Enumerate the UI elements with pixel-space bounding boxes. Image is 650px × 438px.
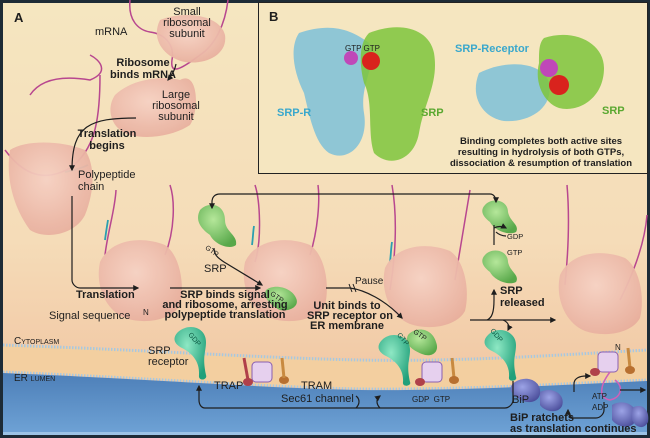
structure-left — [293, 27, 436, 161]
ribosome-binds-mrna-label: Ribosome binds mRNA — [110, 57, 176, 81]
arrow-srp-released — [486, 288, 497, 321]
large-subunit — [110, 78, 196, 137]
srp-receptor-ribbon — [475, 64, 550, 122]
large-subunit-label: Large ribosomal subunit — [152, 89, 200, 123]
bip-ratchets-label: BiP ratchets as translation continues — [510, 412, 637, 435]
gtp-sphere-red-left — [362, 52, 380, 70]
cytoplasm-label: Cytoplasm — [14, 336, 60, 347]
srp-released-top — [482, 200, 517, 234]
pathway-arrows — [69, 63, 647, 419]
srp-label-left: SRP — [421, 107, 444, 119]
sec61-channel-1 — [251, 361, 273, 383]
adp-label: ADP — [592, 403, 609, 412]
gtp-sphere-magenta-right — [540, 59, 558, 77]
gdp-gtp-exchange-label: GDP GTP — [412, 395, 451, 404]
srp-label: SRP — [204, 263, 227, 275]
sec61-channel-label: Sec61 channel — [281, 393, 354, 405]
bip-4 — [632, 405, 649, 428]
trap-2 — [415, 378, 425, 386]
tram-1 — [279, 376, 289, 384]
srp-released-label: SRP released — [500, 285, 545, 309]
tram-label: TRAM — [301, 380, 333, 392]
srp-receptors — [174, 327, 517, 386]
n-terminus-label: N — [143, 308, 149, 317]
srp-docked — [406, 329, 438, 356]
gtp-sphere-magenta-left — [344, 51, 358, 65]
trap-label: TRAP — [214, 380, 244, 392]
er-lumen-region — [3, 373, 647, 435]
atp-label: ATP — [592, 392, 607, 401]
tram-3 — [625, 366, 635, 374]
panel-b-structures: B GTP GTP SRP-R SRP SRP-Receptor SRP Bin… — [258, 2, 648, 174]
srp-gdp-label: GDP — [507, 232, 524, 241]
bip-3 — [612, 402, 637, 427]
srp-bound — [265, 286, 297, 311]
srp-receptor-recycled — [484, 330, 517, 381]
pause-mark — [348, 283, 357, 293]
tram-2 — [449, 376, 459, 384]
er-membrane — [3, 345, 647, 390]
arrow-srp-recycle — [209, 193, 300, 210]
panel-a-letter: A — [14, 10, 24, 25]
arrow-bip-cycle — [573, 373, 592, 392]
membrane-inner-leaflet — [2, 370, 648, 391]
srp-released-bottom — [482, 250, 517, 284]
srp-gtp-exchange-label: GTP — [507, 248, 523, 257]
trap-3 — [590, 368, 600, 376]
n-terminus-lumen-label: N — [615, 343, 621, 352]
small-subunit-label: Small ribosomal subunit — [163, 6, 211, 40]
panel-b-caption: Binding completes both active sites resu… — [449, 136, 633, 169]
gtp-sphere-red-right — [549, 75, 569, 95]
bottom-edge — [3, 432, 647, 435]
sec61-channel-3 — [597, 351, 619, 373]
translation-begins-label: Translation begins — [77, 128, 137, 152]
srp-receptor-empty — [174, 327, 207, 380]
sec61-channel-2 — [421, 361, 443, 383]
srp-binds-label: SRP binds signal and ribosome, arresting… — [162, 289, 288, 321]
small-subunit — [156, 15, 226, 63]
srp-receptor-label: SRP-Receptor — [455, 43, 529, 55]
srp-receptor-docked — [378, 335, 411, 386]
srp-r-label: SRP-R — [277, 107, 312, 119]
panel-b-letter: B — [269, 9, 279, 24]
protein-structures — [293, 27, 604, 161]
membrane-outer-leaflet — [2, 343, 648, 362]
structure-right — [475, 34, 604, 122]
unit-binds-label: Unit binds to SRP receptor on ER membran… — [307, 300, 393, 332]
bip-proteins — [510, 378, 649, 428]
ribosome-arrested — [243, 240, 327, 322]
mrna-label: mRNA — [95, 26, 128, 38]
translation-label: Translation — [76, 289, 135, 301]
translocons — [242, 347, 635, 401]
signal-sequence-label: Signal sequence — [49, 310, 131, 322]
srp-free — [198, 204, 237, 247]
srp-receptor-label: SRP receptor — [148, 345, 189, 368]
srp-label-right: SRP — [602, 105, 625, 117]
bip-1 — [510, 378, 541, 403]
gtp-labels: GTP GTP — [345, 44, 380, 53]
arrow-translation-begins — [69, 117, 137, 172]
arrow-receptor-recycle — [196, 381, 514, 409]
er-lumen-label: ER lumen — [14, 373, 56, 384]
arrow-translation — [71, 196, 140, 291]
bip-2 — [540, 389, 563, 412]
srp-particles — [198, 200, 517, 356]
ribosome-translating — [98, 240, 182, 322]
pause-label: Pause — [355, 276, 384, 287]
arrow-srp-to-ribosome — [213, 247, 264, 286]
arrow-gdp — [493, 223, 508, 229]
polypeptide-chain-label: Polypeptide chain — [78, 169, 136, 193]
arrow-binds-mrna — [167, 63, 177, 81]
trap-1 — [243, 378, 253, 386]
bip-label: BiP — [512, 394, 530, 406]
ribosome-resumed — [558, 253, 642, 335]
nascent-chain-loop — [601, 371, 622, 401]
ribosome-docked — [383, 246, 467, 328]
